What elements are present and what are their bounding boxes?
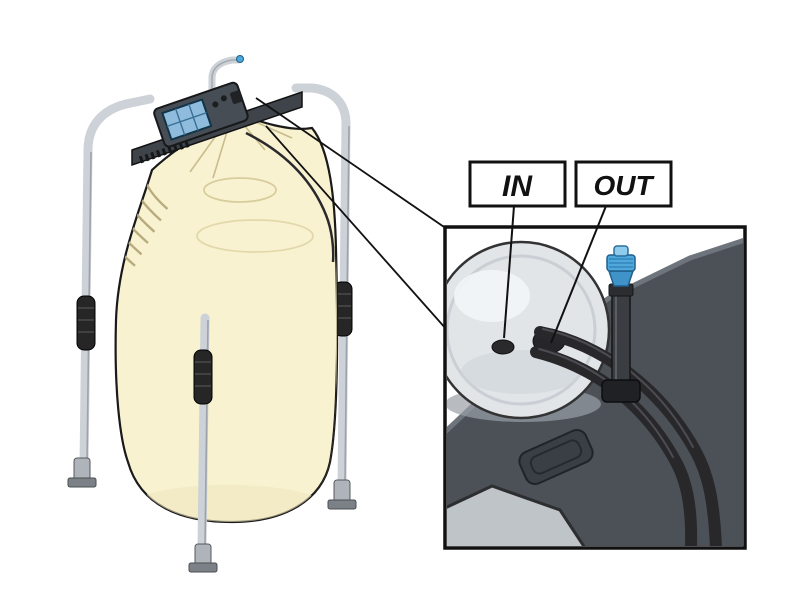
inset-border: [443, 225, 747, 550]
tank-illustration: [67, 55, 357, 573]
foam-grip: [193, 349, 213, 405]
pump-button: [220, 95, 227, 102]
air-valve-assembly: [601, 245, 641, 403]
antenna-tip: [236, 55, 244, 63]
zoom-leader-lines: [255, 97, 448, 331]
valve-taper: [607, 270, 635, 287]
valve-knob: [613, 245, 629, 257]
frame-pole-left: [67, 94, 155, 488]
tee-fitting: [601, 379, 641, 403]
out-label-box: [574, 160, 673, 208]
pump-cable: [245, 131, 335, 263]
floor-wedge: [447, 484, 586, 546]
foam-grip: [76, 295, 96, 351]
frame-pole-right: [291, 83, 357, 510]
bag-body: [114, 110, 339, 524]
inlet-port: [491, 339, 515, 355]
in-pointer-line: [503, 205, 515, 339]
pump-unit: [131, 81, 335, 263]
pump-port: [230, 90, 243, 105]
pump-button: [212, 101, 219, 108]
in-label: IN: [502, 170, 533, 203]
out-pointer-line: [550, 205, 607, 344]
deck-bracket: [518, 429, 594, 485]
detail-inset: [443, 225, 747, 550]
out-label: OUT: [593, 170, 655, 201]
frame-pole-center: [188, 313, 218, 573]
valve-tube: [611, 291, 631, 391]
frame-top-rod: [208, 55, 244, 134]
callouts: IN OUT: [468, 160, 673, 344]
pump-dome: [447, 240, 611, 422]
in-label-box: [468, 160, 567, 208]
